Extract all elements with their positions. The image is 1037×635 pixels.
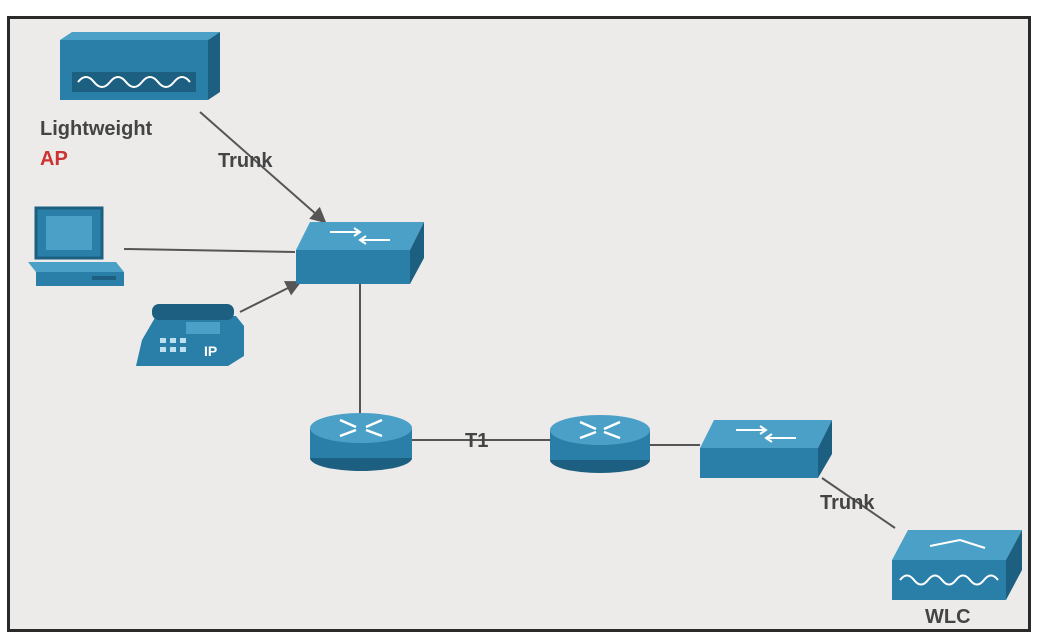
wlc-label: WLC (925, 606, 971, 628)
link-ap-to-switch (199, 111, 327, 224)
workstation-icon (28, 206, 124, 286)
router-icon (550, 415, 650, 473)
switch-icon (296, 222, 424, 284)
ip-phone-icon: IP (136, 304, 244, 366)
ap-label-line1: Lightweight (40, 118, 153, 140)
trunk-label-wlc: Trunk (820, 492, 875, 514)
link-switch-to-wlc (821, 477, 896, 529)
router-icon (310, 413, 412, 471)
ap-label-line2: AP (40, 148, 68, 170)
access-point-icon (60, 32, 220, 100)
links (123, 111, 896, 529)
link-phone-to-switch (239, 281, 302, 313)
trunk-label-ap: Trunk (218, 150, 273, 172)
switch-icon (700, 420, 832, 478)
svg-text:IP: IP (204, 343, 217, 359)
wireless-lan-controller-icon (892, 530, 1022, 600)
t1-label: T1 (465, 430, 489, 452)
link-pc-to-switch (123, 248, 296, 253)
